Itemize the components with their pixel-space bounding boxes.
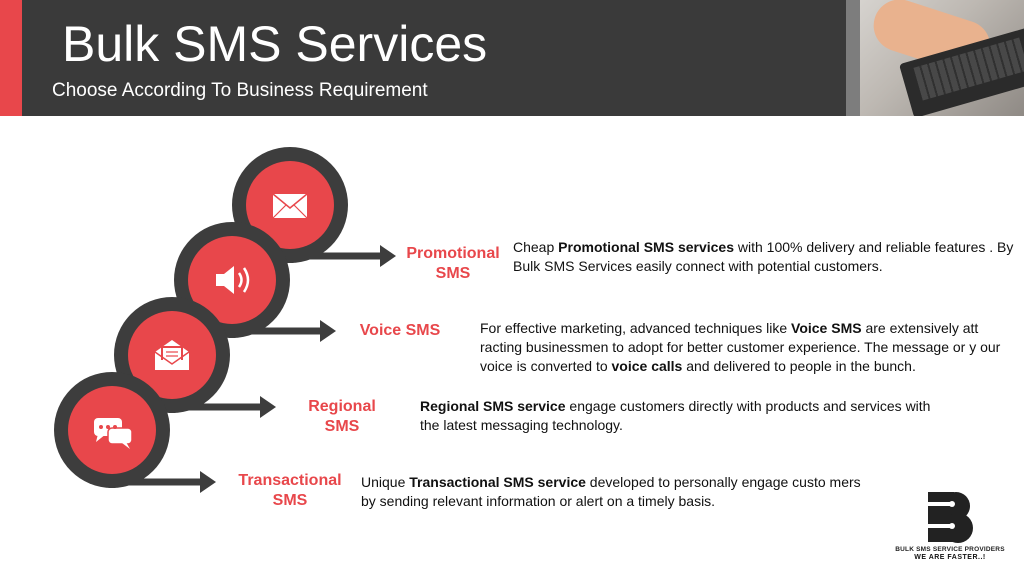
speaker-icon xyxy=(216,266,250,294)
open-envelope-icon xyxy=(154,340,190,370)
desc-promotional-sms: Cheap Promotional SMS services with 100%… xyxy=(513,239,1014,274)
b-logo-icon xyxy=(928,492,973,543)
header-accent-strip xyxy=(0,0,22,116)
desc-regional-sms: Regional SMS service engage customers di… xyxy=(420,398,931,433)
logo-slogan: WE ARE FASTER..! xyxy=(914,554,986,561)
brand-logo: BULK SMS SERVICE PROVIDERS WE ARE FASTER… xyxy=(890,490,1010,562)
label-voice-sms: Voice SMS xyxy=(359,322,441,339)
page-subtitle: Choose According To Business Requirement xyxy=(52,80,428,101)
logo-tagline: BULK SMS SERVICE PROVIDERS xyxy=(895,546,1005,553)
header-bar: Bulk SMS Services Choose According To Bu… xyxy=(0,0,1024,116)
laptop-photo xyxy=(846,0,1024,116)
desc-transactional-sms: Unique Transactional SMS service develop… xyxy=(361,474,861,509)
chat-bubbles-icon xyxy=(94,418,133,449)
page-title: Bulk SMS Services xyxy=(62,16,488,72)
desc-voice-sms: For effective marketing, advanced techni… xyxy=(480,320,1001,374)
envelope-icon xyxy=(272,193,308,219)
